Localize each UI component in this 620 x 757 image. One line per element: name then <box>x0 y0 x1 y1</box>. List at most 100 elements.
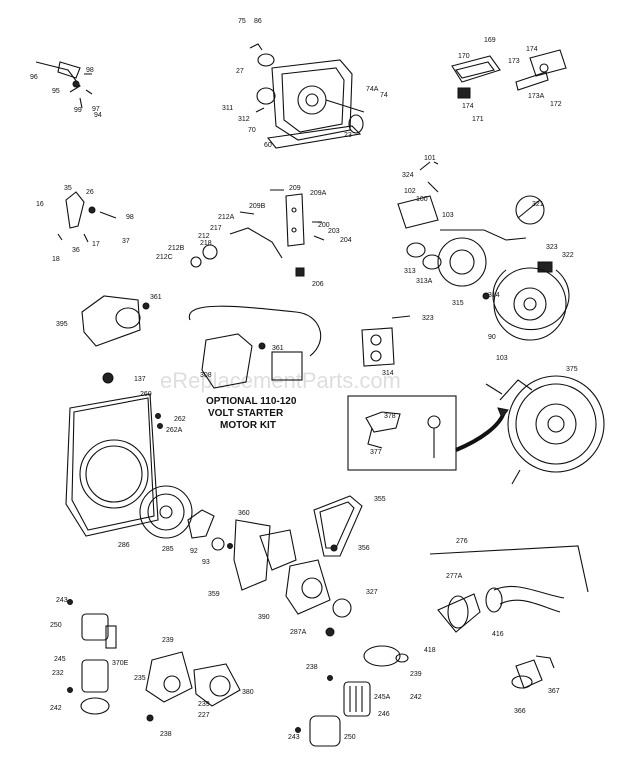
crankcase-cover-assembly <box>249 43 365 149</box>
part-number-label: 17 <box>92 241 100 248</box>
part-number-label: 98 <box>126 214 134 221</box>
part-number-label: 97 <box>92 106 100 113</box>
part-number-label: 308 <box>200 372 212 379</box>
part-number-label: 314 <box>382 370 394 377</box>
part-number-label: 260 <box>140 391 152 398</box>
part-number-label: 200 <box>318 222 330 229</box>
part-number-label: 92 <box>190 548 198 555</box>
part-number-label: 395 <box>56 321 68 328</box>
part-number-label: 16 <box>36 201 44 208</box>
part-number-label: 360 <box>238 510 250 517</box>
part-number-label: 27 <box>236 68 244 75</box>
part-number-label: 262A <box>166 427 183 434</box>
part-number-label: 232 <box>52 670 64 677</box>
muffler-assembly <box>429 545 589 633</box>
part-number-label: 74 <box>380 92 388 99</box>
governor-lever-assembly <box>35 61 93 109</box>
part-number-label: 277A <box>446 573 463 580</box>
part-number-label: 227 <box>198 712 210 719</box>
throttle-linkage-assembly <box>190 189 325 277</box>
part-number-label: 323 <box>422 315 434 322</box>
part-number-label: 324 <box>402 172 414 179</box>
part-number-label: 245 <box>54 656 66 663</box>
part-number-label: 361 <box>150 294 162 301</box>
solenoid-bracket <box>361 315 411 367</box>
part-number-label: 173 <box>508 58 520 65</box>
part-number-label: 212B <box>168 245 185 252</box>
blower-housing <box>65 372 163 537</box>
part-number-label: 418 <box>424 647 436 654</box>
part-number-label: 60 <box>264 142 272 149</box>
part-number-label: 102 <box>404 188 416 195</box>
part-number-label: 172 <box>550 101 562 108</box>
part-number-label: 23 <box>344 132 352 139</box>
part-number-label: 174 <box>526 46 538 53</box>
part-number-label: 356 <box>358 545 370 552</box>
carburetor <box>145 651 241 722</box>
part-number-label: 90 <box>488 334 496 341</box>
part-number-label: 239 <box>198 701 210 708</box>
kit-caption-line1: OPTIONAL 110-120 <box>206 396 297 407</box>
part-number-label: 367 <box>548 688 560 695</box>
starter-motor-kit <box>188 305 322 389</box>
ignition-and-flywheel <box>397 161 570 341</box>
part-number-label: 26 <box>86 189 94 196</box>
part-number-label: 212 <box>198 233 210 240</box>
part-number-label: 209B <box>249 203 266 210</box>
part-number-label: 218 <box>200 240 212 247</box>
part-number-label: 250 <box>50 622 62 629</box>
part-number-label: 246 <box>378 711 390 718</box>
kit-caption-line2: VOLT STARTER <box>208 408 284 419</box>
part-number-label: 314 <box>488 292 500 299</box>
part-number-label: 103 <box>496 355 508 362</box>
part-number-label: 203 <box>328 228 340 235</box>
part-number-label: 170 <box>458 53 470 60</box>
part-number-label: 75 <box>238 18 246 25</box>
part-number-label: 101 <box>424 155 436 162</box>
part-number-label: 209 <box>289 185 301 192</box>
air-filter-elements <box>295 645 409 747</box>
part-number-label: 98 <box>86 67 94 74</box>
part-number-label: 313 <box>404 268 416 275</box>
part-number-label: 217 <box>210 225 222 232</box>
rewind-starter-assembly <box>139 485 233 551</box>
part-number-label: 377 <box>370 449 382 456</box>
part-number-label: 169 <box>484 37 496 44</box>
part-number-label: 174 <box>462 103 474 110</box>
part-number-label: 322 <box>562 252 574 259</box>
part-number-label: 36 <box>72 247 80 254</box>
part-number-label: 262 <box>174 416 186 423</box>
part-number-label: 99 <box>74 107 82 114</box>
part-number-label: 313A <box>416 278 433 285</box>
part-number-label: 286 <box>118 542 130 549</box>
part-number-label: 238 <box>160 731 172 738</box>
part-number-label: 35 <box>64 185 72 192</box>
part-number-label: 95 <box>52 88 60 95</box>
air-cleaner-cover <box>313 495 363 557</box>
governor-parts <box>57 191 117 243</box>
part-number-label: 250 <box>344 734 356 741</box>
part-number-label: 93 <box>202 559 210 566</box>
part-number-label: 204 <box>340 237 352 244</box>
part-number-label: 370E <box>112 660 129 667</box>
part-number-label: 245A <box>374 694 391 701</box>
part-number-label: 242 <box>410 694 422 701</box>
part-number-label: 103 <box>442 212 454 219</box>
part-number-label: 239 <box>410 671 422 678</box>
part-number-label: 235 <box>134 675 146 682</box>
part-number-label: 366 <box>514 708 526 715</box>
part-number-label: 206 <box>312 281 324 288</box>
part-number-label: 37 <box>122 238 130 245</box>
flywheel-ring-gear <box>485 375 605 485</box>
breather-assembly <box>451 49 567 99</box>
part-number-label: 171 <box>472 116 484 123</box>
part-number-label: 287A <box>290 629 307 636</box>
part-number-label: 375 <box>566 366 578 373</box>
part-number-label: 86 <box>254 18 262 25</box>
exhaust-elbow <box>511 655 555 689</box>
fuel-filter-assembly <box>67 599 117 715</box>
part-number-label: 380 <box>242 689 254 696</box>
